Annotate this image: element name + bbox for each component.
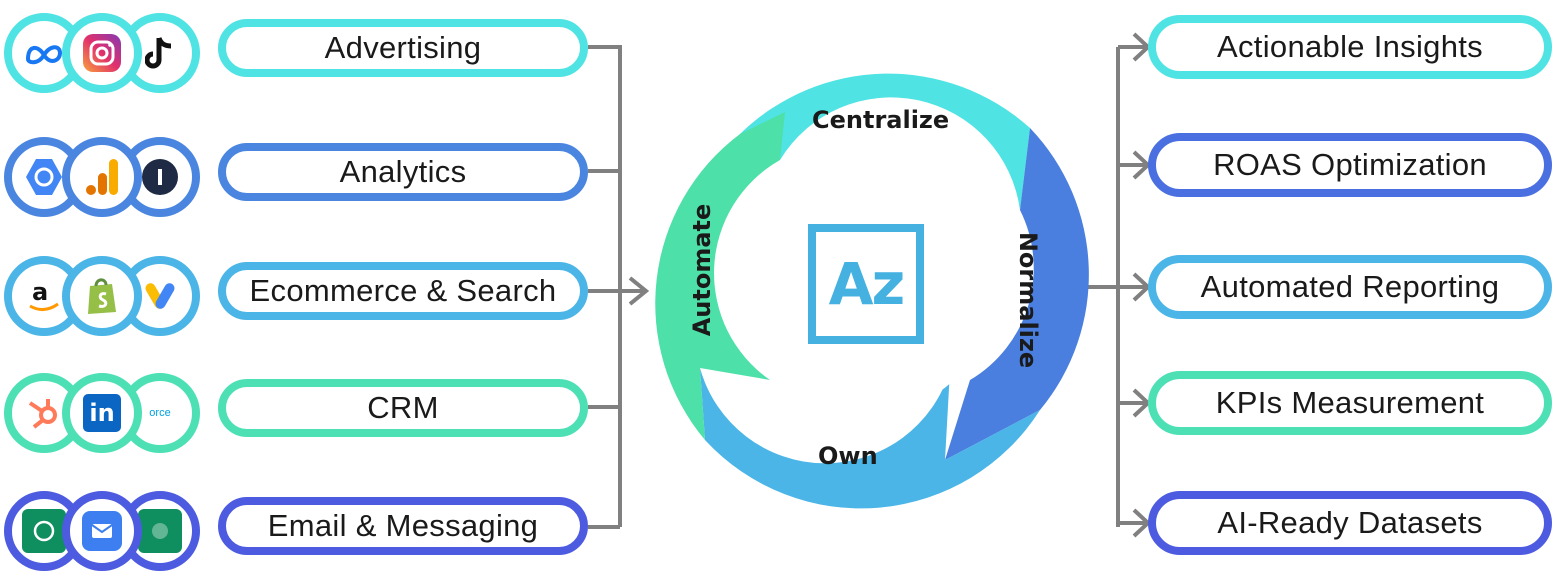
cycle-segment-automate (655, 112, 785, 440)
cycle-segment-centralize (740, 73, 1030, 210)
source-label: Advertising (324, 30, 482, 65)
source-label: Email & Messaging (267, 508, 539, 543)
output-label: KPIs Measurement (1215, 385, 1485, 420)
source-row-ecommerce: a Ecommerce & Search (0, 252, 600, 336)
source-label: Analytics (339, 154, 467, 189)
output-label: ROAS Optimization (1213, 147, 1487, 182)
email-icon (62, 491, 142, 571)
source-pill-email: Email & Messaging (218, 497, 588, 555)
cycle-segment-own (700, 368, 1040, 509)
icon-cluster (4, 487, 204, 571)
tiktok-icon (120, 13, 200, 93)
source-pill-crm: CRM (218, 379, 588, 437)
output-label: AI-Ready Datasets (1217, 505, 1483, 540)
source-row-email: Email & Messaging (0, 487, 600, 571)
source-label: CRM (367, 390, 439, 425)
source-row-crm: in orce CRM (0, 369, 600, 453)
input-connectors (588, 45, 650, 529)
salesforce-glyph: orce (149, 407, 171, 419)
cycle-inner (738, 159, 994, 415)
logo-text: Az (828, 250, 906, 318)
icon-cluster: in orce (4, 369, 204, 453)
output-pill-ai-ready-datasets: AI-Ready Datasets (1148, 491, 1552, 555)
cycle-label-own: Own (818, 442, 878, 470)
svg-text:a: a (32, 278, 48, 306)
source-pill-ecommerce: Ecommerce & Search (218, 262, 588, 320)
icon-cluster: a (4, 252, 204, 336)
instagram-icon (62, 13, 142, 93)
icon-cluster (4, 9, 204, 93)
cycle-label-automate: Automate (688, 203, 716, 337)
cycle-segment-normalize (945, 128, 1089, 460)
output-pill-automated-reporting: Automated Reporting (1148, 255, 1552, 319)
output-connectors (1082, 32, 1151, 538)
az-logo: Az (808, 224, 924, 344)
output-pill-kpis-measurement: KPIs Measurement (1148, 371, 1552, 435)
source-pill-analytics: Analytics (218, 143, 588, 201)
source-row-advertising: Advertising (0, 9, 600, 93)
cycle-label-normalize: Normalize (1014, 231, 1042, 369)
linkedin-glyph: in (83, 394, 121, 432)
shopify-icon (62, 256, 142, 336)
source-label: Ecommerce & Search (249, 273, 557, 308)
output-pill-roas-optimization: ROAS Optimization (1148, 133, 1552, 197)
source-row-analytics: Analytics (0, 133, 600, 217)
cycle-ring (655, 73, 1089, 509)
icon-cluster (4, 133, 204, 217)
output-label: Actionable Insights (1217, 29, 1483, 64)
linkedin-icon: in (62, 373, 142, 453)
output-pill-actionable-insights: Actionable Insights (1148, 15, 1552, 79)
source-pill-advertising: Advertising (218, 19, 588, 77)
output-label: Automated Reporting (1200, 269, 1500, 304)
cycle-label-centralize: Centralize (812, 106, 950, 134)
google-analytics-icon (62, 137, 142, 217)
